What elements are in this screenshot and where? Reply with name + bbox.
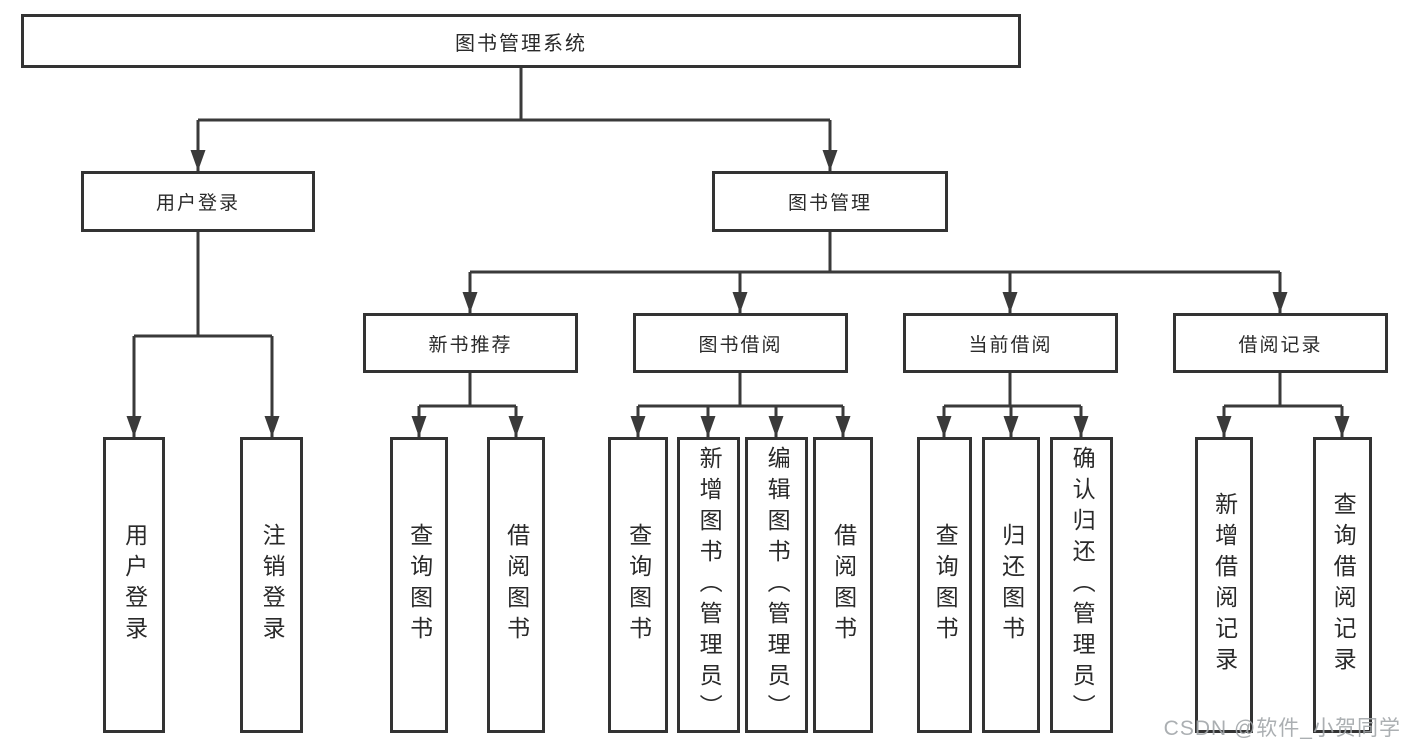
leaf-add-book-admin: 新增图书（管理员）: [677, 437, 740, 733]
leaf-confirm-return-admin: 确认归还（管理员）: [1050, 437, 1113, 733]
node-user-login: 用户登录: [81, 171, 315, 232]
node-current-borrowing-label: 当前借阅: [968, 334, 1053, 356]
leaf-query-borrow-record: 查询借阅记录: [1313, 437, 1372, 733]
connector-borrowing-records-trunk: [1224, 373, 1342, 408]
leaf-edit-book-admin: 编辑图书（管理员）: [745, 437, 808, 733]
node-borrowing-records: 借阅记录: [1173, 313, 1388, 373]
leaf-borrow-query-book-label: 查询图书: [625, 523, 652, 647]
node-book-management-label: 图书管理: [787, 193, 872, 214]
leaf-current-query-book-label: 查询图书: [932, 523, 959, 647]
leaf-rec-query-book-label: 查询图书: [406, 523, 433, 647]
leaf-rec-borrow-book: 借阅图书: [487, 437, 545, 733]
leaf-confirm-return-admin-label: 确认归还（管理员）: [1069, 445, 1096, 725]
node-library-system-label: 图书管理系统: [455, 32, 587, 55]
leaf-user-login-label: 用户登录: [121, 523, 148, 647]
leaf-rec-borrow-book-label: 借阅图书: [503, 523, 530, 647]
leaf-query-borrow-record-label: 查询借阅记录: [1330, 492, 1357, 678]
leaf-logout-label: 注销登录: [259, 523, 286, 647]
leaf-borrow-book-label: 借阅图书: [830, 523, 857, 647]
leaf-logout: 注销登录: [240, 437, 303, 733]
leaf-user-login: 用户登录: [103, 437, 165, 733]
connector-book-management-trunk: [470, 232, 1280, 274]
leaf-borrow-book: 借阅图书: [813, 437, 873, 733]
node-borrowing-records-label: 借阅记录: [1238, 334, 1323, 356]
node-user-login-label: 用户登录: [155, 193, 240, 214]
leaf-add-borrow-record: 新增借阅记录: [1195, 437, 1253, 733]
node-book-borrowing: 图书借阅: [633, 313, 848, 373]
leaf-return-book: 归还图书: [982, 437, 1040, 733]
leaf-edit-book-admin-label: 编辑图书（管理员）: [764, 445, 791, 725]
leaf-return-book-label: 归还图书: [998, 523, 1025, 647]
connector-user-login-trunk: [134, 232, 272, 338]
node-library-system: 图书管理系统: [21, 14, 1021, 68]
node-book-management: 图书管理: [712, 171, 948, 232]
leaf-add-book-admin-label: 新增图书（管理员）: [696, 445, 723, 725]
leaf-rec-query-book: 查询图书: [390, 437, 448, 733]
leaf-borrow-query-book: 查询图书: [608, 437, 668, 733]
node-current-borrowing: 当前借阅: [903, 313, 1118, 373]
leaf-current-query-book: 查询图书: [917, 437, 972, 733]
node-new-book-recommend: 新书推荐: [363, 313, 578, 373]
node-book-borrowing-label: 图书借阅: [698, 334, 783, 356]
connector-root-trunk: [198, 68, 830, 122]
leaf-add-borrow-record-label: 新增借阅记录: [1211, 492, 1238, 678]
connector-book-borrowing-trunk: [638, 373, 843, 408]
connector-new-book-trunk: [419, 373, 516, 408]
connector-current-borrowing-trunk: [944, 373, 1081, 408]
node-new-book-recommend-label: 新书推荐: [428, 334, 513, 356]
